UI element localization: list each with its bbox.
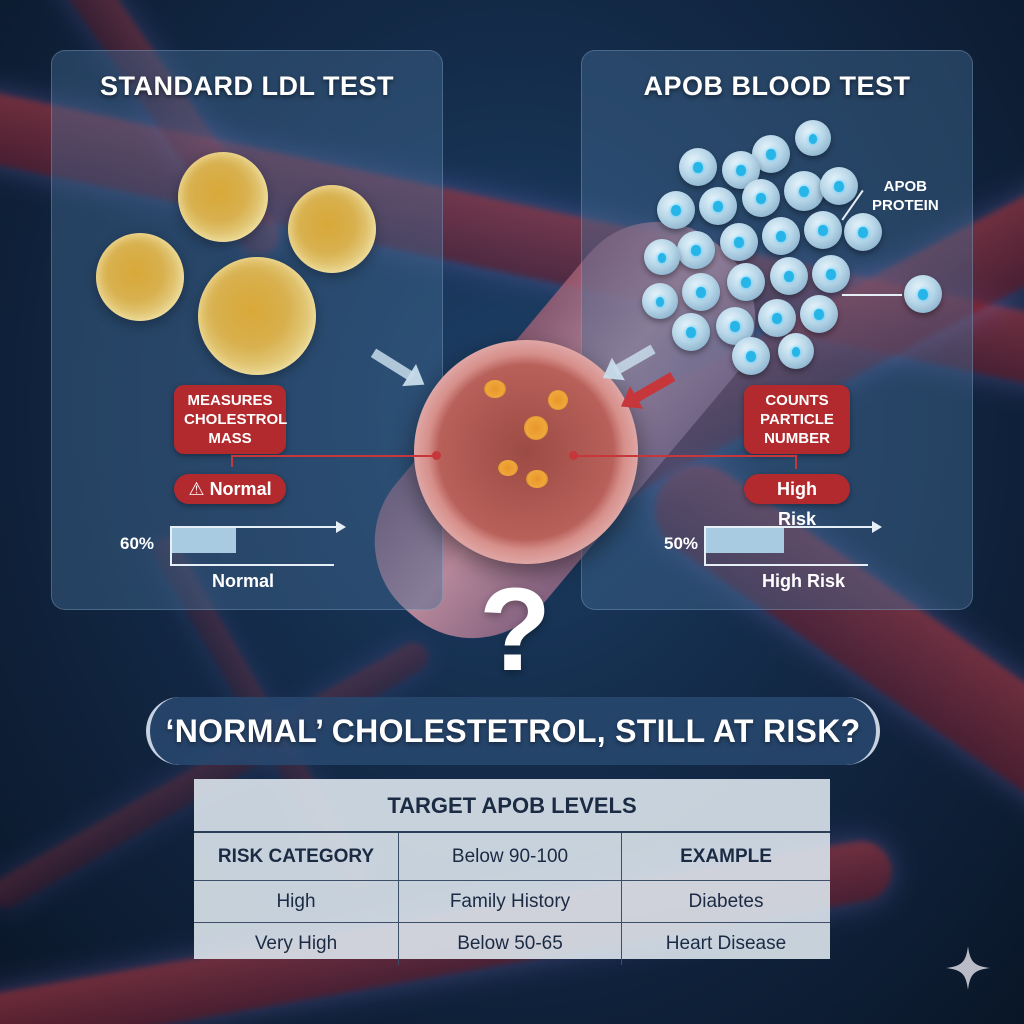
question-mark-icon: ? — [478, 564, 552, 696]
bar-fill — [706, 528, 784, 553]
bar-frame — [704, 526, 868, 566]
apob-particle — [778, 333, 814, 369]
apob-particle — [804, 211, 842, 249]
label-line: PARTICLE — [760, 411, 834, 428]
target-apob-levels-table: TARGET APOB LEVELS RISK CATEGORY Below 9… — [194, 779, 830, 965]
status-text: Normal — [209, 479, 272, 499]
panel-title: APOB BLOOD TEST — [643, 71, 911, 101]
connector-dot-right — [569, 451, 578, 460]
table-cell: RISK CATEGORY — [194, 833, 399, 880]
status-text: High Risk — [777, 479, 817, 529]
table-cell: Below 90-100 — [399, 833, 622, 880]
panel-title: STANDARD LDL TEST — [100, 71, 394, 101]
ldl-bar-chart: 60% Normal — [112, 521, 352, 601]
apob-panel: APOB BLOOD TEST APOB PROTEIN — [581, 50, 973, 610]
bar-frame — [170, 526, 334, 566]
apob-particle — [795, 120, 831, 156]
table-cell: Family History — [399, 881, 622, 922]
apob-particle — [699, 187, 737, 225]
headline-banner: ‘NORMAL’ CHOLESTETROL, STILL AT RISK? — [146, 697, 880, 765]
apob-particle — [762, 217, 800, 255]
apob-particle — [720, 223, 758, 261]
apob-particle — [784, 171, 824, 211]
connector-line-right — [575, 455, 795, 457]
plaque-deposit — [548, 390, 568, 410]
apob-particle — [727, 263, 765, 301]
annotation-line — [842, 294, 902, 296]
table-cell: EXAMPLE — [680, 845, 772, 867]
apob-particle — [644, 239, 680, 275]
label-line: NUMBER — [764, 430, 830, 447]
label-line: MASS — [208, 430, 252, 447]
apob-particle — [682, 273, 720, 311]
bar-axis-line — [170, 526, 342, 528]
annotation-line-text: PROTEIN — [872, 197, 939, 214]
table-cell: Very High — [194, 923, 399, 965]
normal-status-badge: ⚠ Normal — [174, 474, 286, 504]
apob-particle — [758, 299, 796, 337]
apob-particle — [742, 179, 780, 217]
table-cell: Heart Disease — [665, 933, 787, 954]
apob-particle — [770, 257, 808, 295]
apob-particle — [732, 337, 770, 375]
counts-particle-number-label: COUNTS PARTICLE NUMBER — [744, 385, 850, 454]
bar-caption: High Risk — [762, 571, 846, 591]
annotation-line-text: APOB — [883, 178, 928, 195]
ldl-particle — [198, 257, 316, 375]
apob-particle — [844, 213, 882, 251]
measures-cholesterol-mass-label: MEASURES CHOLESTROL MASS — [174, 385, 288, 454]
sparkle-icon — [946, 946, 990, 990]
warning-triangle-icon: ⚠ — [188, 479, 205, 499]
arrow-right-icon — [336, 521, 346, 533]
label-line: CHOLESTROL — [184, 411, 288, 428]
table-title: TARGET APOB LEVELS — [194, 779, 830, 833]
ldl-particle — [96, 233, 184, 321]
apob-particle — [800, 295, 838, 333]
table-cell: Below 50-65 — [399, 923, 622, 965]
apob-particle — [672, 313, 710, 351]
apob-protein-annotation: APOB PROTEIN — [872, 177, 939, 215]
high-risk-status-badge: High Risk — [744, 474, 850, 529]
plaque-deposit — [484, 380, 506, 398]
apob-particle-single — [904, 275, 942, 313]
plaque-deposit — [526, 470, 548, 488]
standard-ldl-panel: STANDARD LDL TEST MEASURES CHOLESTROL MA… — [51, 50, 443, 610]
connector-line-left — [231, 455, 436, 457]
bar-axis-line — [704, 526, 876, 528]
apob-particle — [820, 167, 858, 205]
connector-line-right — [795, 455, 797, 469]
apob-particle — [722, 151, 760, 189]
ldl-particle — [178, 152, 268, 242]
connector-line-left — [231, 455, 233, 467]
apob-bar-chart: 50% High Risk — [642, 521, 902, 601]
plaque-deposit — [498, 460, 518, 476]
bar-percent: 50% — [664, 534, 699, 553]
apob-particle — [657, 191, 695, 229]
apob-particle — [642, 283, 678, 319]
table-cell: Diabetes — [688, 890, 764, 912]
table-cell: High — [194, 881, 399, 922]
label-line: COUNTS — [765, 392, 829, 409]
table-row: High Family History Diabetes — [194, 881, 830, 923]
apob-particle — [752, 135, 790, 173]
apob-particle — [812, 255, 850, 293]
bar-fill — [172, 528, 236, 553]
arrow-right-icon — [872, 521, 882, 533]
bar-caption: Normal — [212, 571, 275, 591]
ldl-particle — [288, 185, 376, 273]
connector-dot-left — [432, 451, 441, 460]
apob-particle — [679, 148, 717, 186]
table-row: Very High Below 50-65 Heart Disease — [194, 923, 830, 965]
plaque-deposit — [524, 416, 548, 440]
table-header-row: RISK CATEGORY Below 90-100 EXAMPLE — [194, 833, 830, 881]
artery-cross-section — [414, 340, 638, 564]
bar-percent: 60% — [120, 534, 155, 553]
label-line: MEASURES — [187, 392, 273, 409]
apob-particle — [677, 231, 715, 269]
